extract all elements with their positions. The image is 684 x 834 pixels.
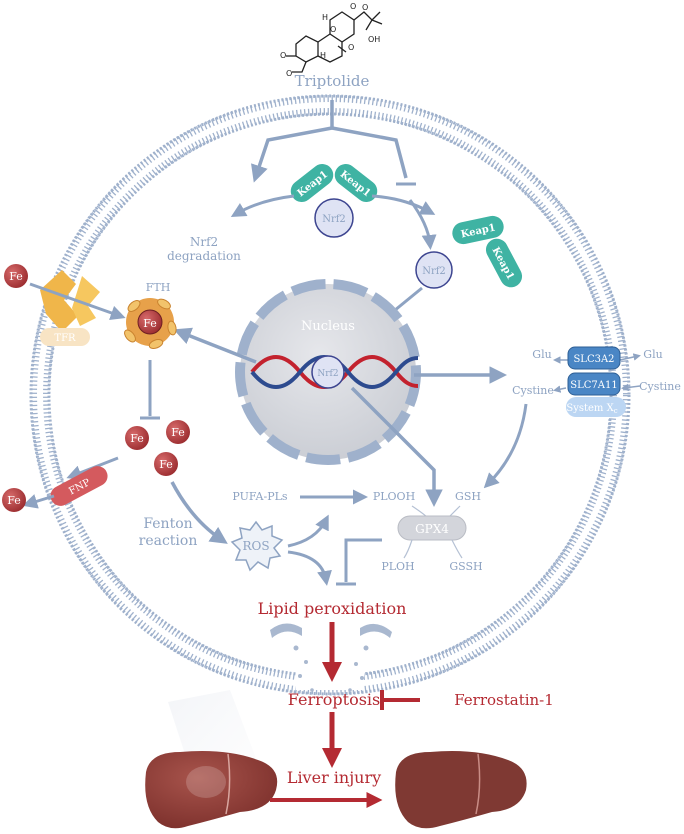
gsh-label: GSH — [455, 490, 481, 503]
liver-injured — [395, 751, 527, 829]
dna-helix — [250, 355, 419, 389]
svg-text:Nrf2: Nrf2 — [317, 369, 338, 379]
triptolide-structure — [286, 11, 383, 73]
fe-import-arrow — [29, 282, 126, 321]
ros-to-plooh-arrow — [287, 514, 329, 548]
cystine-to-gsh-arrow — [483, 403, 528, 489]
nrf2-free — [415, 251, 453, 289]
fenton-label-2: reaction — [139, 533, 198, 549]
liver-healthy — [145, 751, 278, 829]
svg-text:TFR: TFR — [54, 333, 76, 344]
glu-inner-label: Glu — [532, 348, 551, 361]
triptolide-label: Triptolide — [295, 72, 370, 90]
svg-text:System Xc: System Xc — [566, 403, 617, 415]
plooh-label: PLOOH — [373, 490, 415, 503]
keap1-pill-left — [290, 163, 334, 203]
svg-text:H: H — [320, 51, 326, 60]
svg-text:O: O — [286, 69, 292, 78]
ferrostatin-label: Ferrostatin-1 — [454, 691, 554, 709]
triptolide-arrows — [251, 100, 416, 186]
keap1-pill-right — [334, 163, 378, 203]
membrane-rupture — [270, 623, 392, 692]
svg-text:O: O — [280, 51, 286, 60]
glu-outer-label: Glu — [643, 348, 662, 361]
ferritin-cage: Fe — [124, 298, 177, 349]
liver-injury-label: Liver injury — [287, 768, 381, 787]
svg-text:H: H — [322, 13, 328, 22]
fnp-exporter: FNP — [50, 466, 108, 506]
nucleus-label: Nucleus — [301, 319, 355, 334]
ferroptosis-label: Ferroptosis — [288, 690, 380, 709]
fe-outside-top — [4, 264, 28, 288]
ros-label: ROS — [242, 539, 269, 553]
svg-text:Fe: Fe — [7, 494, 21, 507]
keap1-released: Keap1 Keap1 — [452, 215, 523, 288]
gpx4-enzyme — [397, 515, 467, 541]
svg-text:Fe: Fe — [159, 458, 173, 471]
keap1-nrf2-complex: Keap1 Keap1 Nrf2 — [290, 163, 378, 238]
lipid-peroxidation-label: Lipid peroxidation — [258, 599, 407, 618]
svg-text:Fe: Fe — [143, 317, 157, 330]
svg-text:Fe: Fe — [130, 432, 144, 445]
ros-burst — [230, 520, 284, 572]
keap1-arrows — [230, 194, 437, 250]
svg-text:O: O — [362, 3, 368, 12]
svg-text:SLC7A11: SLC7A11 — [570, 380, 617, 391]
svg-text:Nrf2: Nrf2 — [422, 266, 446, 277]
fenton-label-1: Fenton — [143, 516, 192, 532]
svg-text:Fe: Fe — [9, 270, 23, 283]
svg-text:GPX4: GPX4 — [415, 522, 449, 536]
cystine-inner-label: Cystine — [512, 384, 554, 397]
ploh-label: PLOH — [381, 560, 414, 573]
svg-text:SLC3A2: SLC3A2 — [573, 354, 614, 365]
svg-text:O: O — [348, 43, 354, 52]
svg-text:Nrf2: Nrf2 — [322, 214, 346, 225]
svg-text:O: O — [350, 2, 356, 11]
tfr-receptor: TFR — [40, 270, 100, 346]
system-xc-transporter: SLC3A2 SLC7A11 System Xc — [566, 346, 626, 417]
gpx4-inhibit-line — [344, 538, 382, 582]
fe-outside-bottom — [2, 488, 26, 512]
nucleus-arrows — [173, 327, 507, 507]
nrf2-nuclear — [311, 355, 345, 389]
nrf2-degradation-label-1: Nrf2 — [190, 235, 218, 249]
gssh-label: GSSH — [449, 560, 482, 573]
ros-to-lipid-arrow — [287, 550, 332, 586]
triptolide-atoms: H O O OH O O H O O — [280, 2, 380, 78]
cystine-outer-label: Cystine — [639, 380, 681, 393]
svg-text:Fe: Fe — [171, 426, 185, 439]
svg-text:OH: OH — [368, 35, 380, 44]
fth-label: FTH — [146, 281, 171, 294]
pufa-label: PUFA-PLs — [232, 490, 288, 503]
nrf2-bound — [314, 198, 354, 238]
fe-pool: Fe Fe Fe — [125, 420, 190, 476]
nrf2-degradation-label-2: degradation — [167, 249, 241, 263]
fenton-arrow — [170, 481, 228, 544]
svg-text:O: O — [330, 25, 336, 34]
fe-out-arrow — [22, 494, 55, 509]
